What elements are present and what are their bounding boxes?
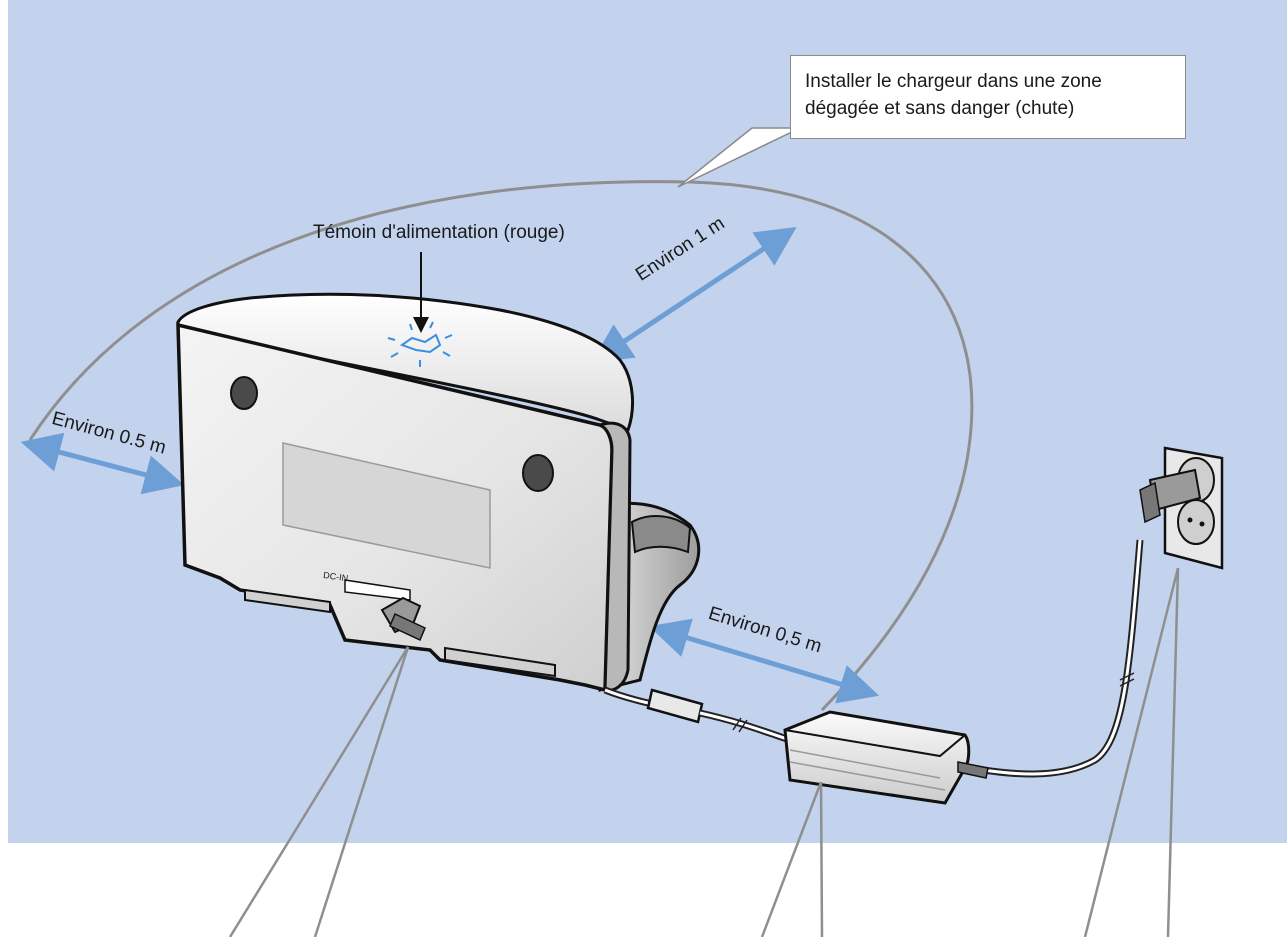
bottom-distance-arrow bbox=[648, 618, 880, 704]
wall-socket bbox=[1139, 446, 1224, 570]
mount-hole-left bbox=[230, 376, 258, 410]
power-adapter bbox=[783, 710, 971, 805]
callout-line-1: Installer le chargeur dans une zone bbox=[805, 71, 1102, 92]
docking-station bbox=[176, 252, 701, 693]
top-distance-arrow bbox=[591, 226, 797, 364]
pointer-lines bbox=[228, 567, 1180, 937]
mount-hole-right bbox=[522, 454, 554, 492]
ferrite-core bbox=[646, 688, 704, 724]
callout-box: Installer le chargeur dans une zone déga… bbox=[790, 55, 1186, 139]
power-led-label: Témoin d'alimentation (rouge) bbox=[313, 222, 565, 243]
callout-pointer bbox=[677, 127, 801, 188]
callout-line-2: dégagée et sans danger (chute) bbox=[805, 98, 1075, 119]
label-recess bbox=[282, 442, 491, 569]
left-distance-arrow bbox=[20, 432, 185, 495]
clearance-arc bbox=[28, 180, 974, 712]
dc-plug bbox=[380, 596, 426, 642]
power-led bbox=[387, 321, 453, 367]
